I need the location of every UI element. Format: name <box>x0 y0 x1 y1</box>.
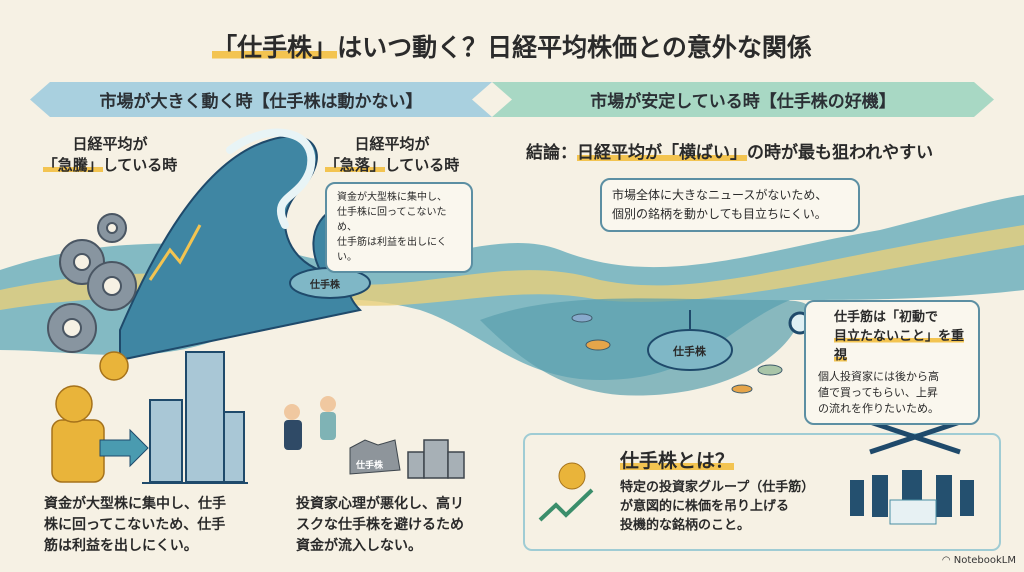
fish-icon <box>571 313 783 394</box>
puppeteer-icon <box>869 419 961 455</box>
page-title: 「仕手株」はいつ動く？日経平均株価との意外な関係 <box>212 33 812 62</box>
brand-logo: ◠ NotebookLM <box>941 555 1016 566</box>
businessmen-icon <box>850 470 974 525</box>
calm-bubble: 市場全体に大きなニュースがないため、個別の銘柄を動かしても目立ちにくい。 <box>600 178 860 232</box>
worried-investors-icon <box>284 396 336 450</box>
middle-caption: 投資家心理が悪化し、高リスクな仕手株を避けるため資金が流入しない。 <box>296 496 464 554</box>
arrow-right-icon <box>99 428 149 468</box>
definition-body: 特定の投資家グループ（仕手筋）が意図的に株価を吊り上げる投機的な銘柄のこと。 <box>620 480 815 533</box>
rock-label: 仕手株 <box>356 461 384 471</box>
crash-heading: 日経平均が 「急落」している時 <box>324 135 460 174</box>
calm-water <box>480 298 808 396</box>
trend-up-arrow <box>538 488 594 522</box>
trend-up-arrow <box>148 224 202 281</box>
risk-rock-icon <box>349 439 401 475</box>
castle-icon <box>407 439 465 479</box>
left-caption: 資金が大型株に集中し、仕手株に回ってこないため、仕手筋は利益を出しにくい。 <box>44 496 226 554</box>
stealth-bubble: 仕手筋は「初動で 目立たないこと」を重視 個人投資家には後から高 値で買ってもら… <box>804 300 980 425</box>
coin-stack-icon <box>51 351 129 483</box>
definition-panel <box>523 433 1001 551</box>
banner-stable-market: 市場が安定している時【仕手株の好機】 <box>492 82 994 117</box>
definition-title: 仕手株とは？ <box>620 450 735 472</box>
conclusion: 結論：日経平均が「横ばい」の時が最も狙われやすい <box>526 143 934 163</box>
building-icon <box>142 351 248 484</box>
banner-volatile-market: 市場が大きく動く時【仕手株は動かない】 <box>30 82 492 117</box>
submarine-label: 仕手株 <box>310 280 340 291</box>
gear-icon <box>47 213 137 353</box>
crash-bubble: 資金が大型株に集中し、仕手株に回ってこないため、仕手筋は利益を出しにくい。 <box>325 182 473 273</box>
surge-heading: 日経平均が 「急騰」している時 <box>42 135 178 174</box>
wave-foam <box>226 128 316 229</box>
coin-icon <box>558 462 586 490</box>
submarine-label: 仕手株 <box>673 345 706 358</box>
